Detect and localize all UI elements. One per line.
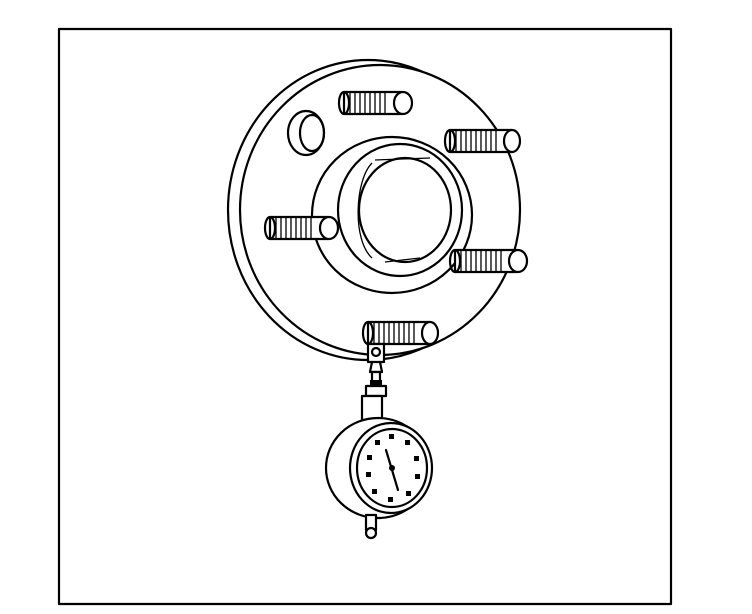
stud-bottom: [361, 320, 440, 346]
stud-left: [263, 215, 340, 241]
stud-right: [448, 248, 529, 274]
stud-top: [337, 90, 414, 116]
border-frame: [57, 27, 673, 606]
center-bore: [310, 135, 474, 295]
dial-indicator: [324, 342, 434, 540]
contact-tip: [366, 342, 386, 388]
plunger-stem: [360, 384, 388, 422]
stud-upper-right: [443, 128, 522, 154]
dial-scale: [366, 434, 420, 502]
back-lug: [364, 513, 378, 540]
gauge-body: [324, 416, 434, 540]
empty-lug-hole: [286, 109, 326, 157]
